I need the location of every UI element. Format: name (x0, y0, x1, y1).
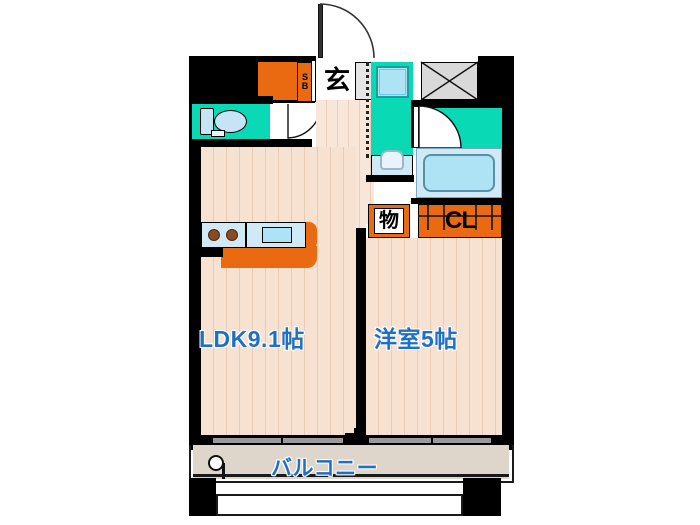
exterior-wall-right (502, 96, 514, 450)
genkan-label: 玄 (323, 65, 350, 95)
toilet-tank (200, 108, 214, 135)
kitchen-sink-basin (262, 227, 292, 243)
balcony-rail-line (193, 474, 509, 477)
meter-box-cross-icon (420, 61, 479, 101)
balcony-floor (193, 445, 509, 479)
balcony-pillar-right-upper (463, 478, 501, 496)
shoe-box-letter-b: B (301, 81, 309, 91)
stove-burner-left (208, 229, 220, 241)
bathroom-wall-top (413, 100, 514, 108)
partition-wall-ldk-bedroom (356, 228, 366, 443)
washing-machine-space (376, 66, 409, 98)
window-mullion-marker (354, 428, 362, 436)
sliding-door-ldk-right[interactable] (283, 438, 343, 443)
entrance-door-swing-arc (319, 3, 375, 59)
balcony-pillar-left (189, 494, 216, 516)
balcony-pillar-left-upper (189, 478, 216, 496)
washbasin-bowl (380, 150, 404, 170)
bathroom-door-swing-arc (418, 105, 462, 149)
closet-wall-top (411, 198, 514, 204)
balcony-outer-rail (189, 445, 514, 483)
south-wall-mullion-mid (345, 433, 363, 445)
sliding-door-bedroom-left[interactable] (369, 438, 431, 443)
balcony-apron (216, 494, 463, 516)
stove-burner-right (226, 229, 238, 241)
closet-hanger-rail-icon (418, 204, 502, 230)
storage-label-plate (374, 208, 404, 234)
entrance-door-jamb (311, 60, 316, 102)
entry-partition-dashed (366, 62, 369, 158)
ldk-label: LDK9.1帖 (199, 326, 305, 352)
toilet-room-wall-top (189, 96, 273, 104)
toilet-room-wall-bottom (189, 139, 312, 147)
toilet-base (211, 130, 225, 137)
closet-block (418, 204, 502, 238)
sliding-door-ldk-left[interactable] (213, 438, 281, 443)
storage-wall-top (366, 175, 414, 182)
kitchen-wall-stub (189, 248, 223, 257)
bedroom-label: 洋室5帖 (374, 326, 458, 352)
bedroom-floor (366, 238, 502, 435)
closet-label: CL (445, 207, 476, 234)
washing-machine-space-inner (379, 69, 406, 95)
kitchen-counter-surround (221, 246, 317, 268)
toilet-bowl (214, 110, 247, 133)
balcony-label: バルコニー (271, 457, 379, 480)
sliding-door-bedroom-right[interactable] (433, 438, 491, 443)
shoe-box-letter-s: S (301, 72, 308, 82)
shoe-cabinet-block (258, 62, 298, 100)
storage-label: 物 (379, 210, 399, 232)
balcony-pillar-right (463, 494, 501, 516)
exterior-wall-top-right (478, 56, 514, 103)
balcony-drain-pipe (222, 463, 225, 479)
ldk-floor (201, 147, 356, 435)
bathtub (423, 154, 495, 192)
